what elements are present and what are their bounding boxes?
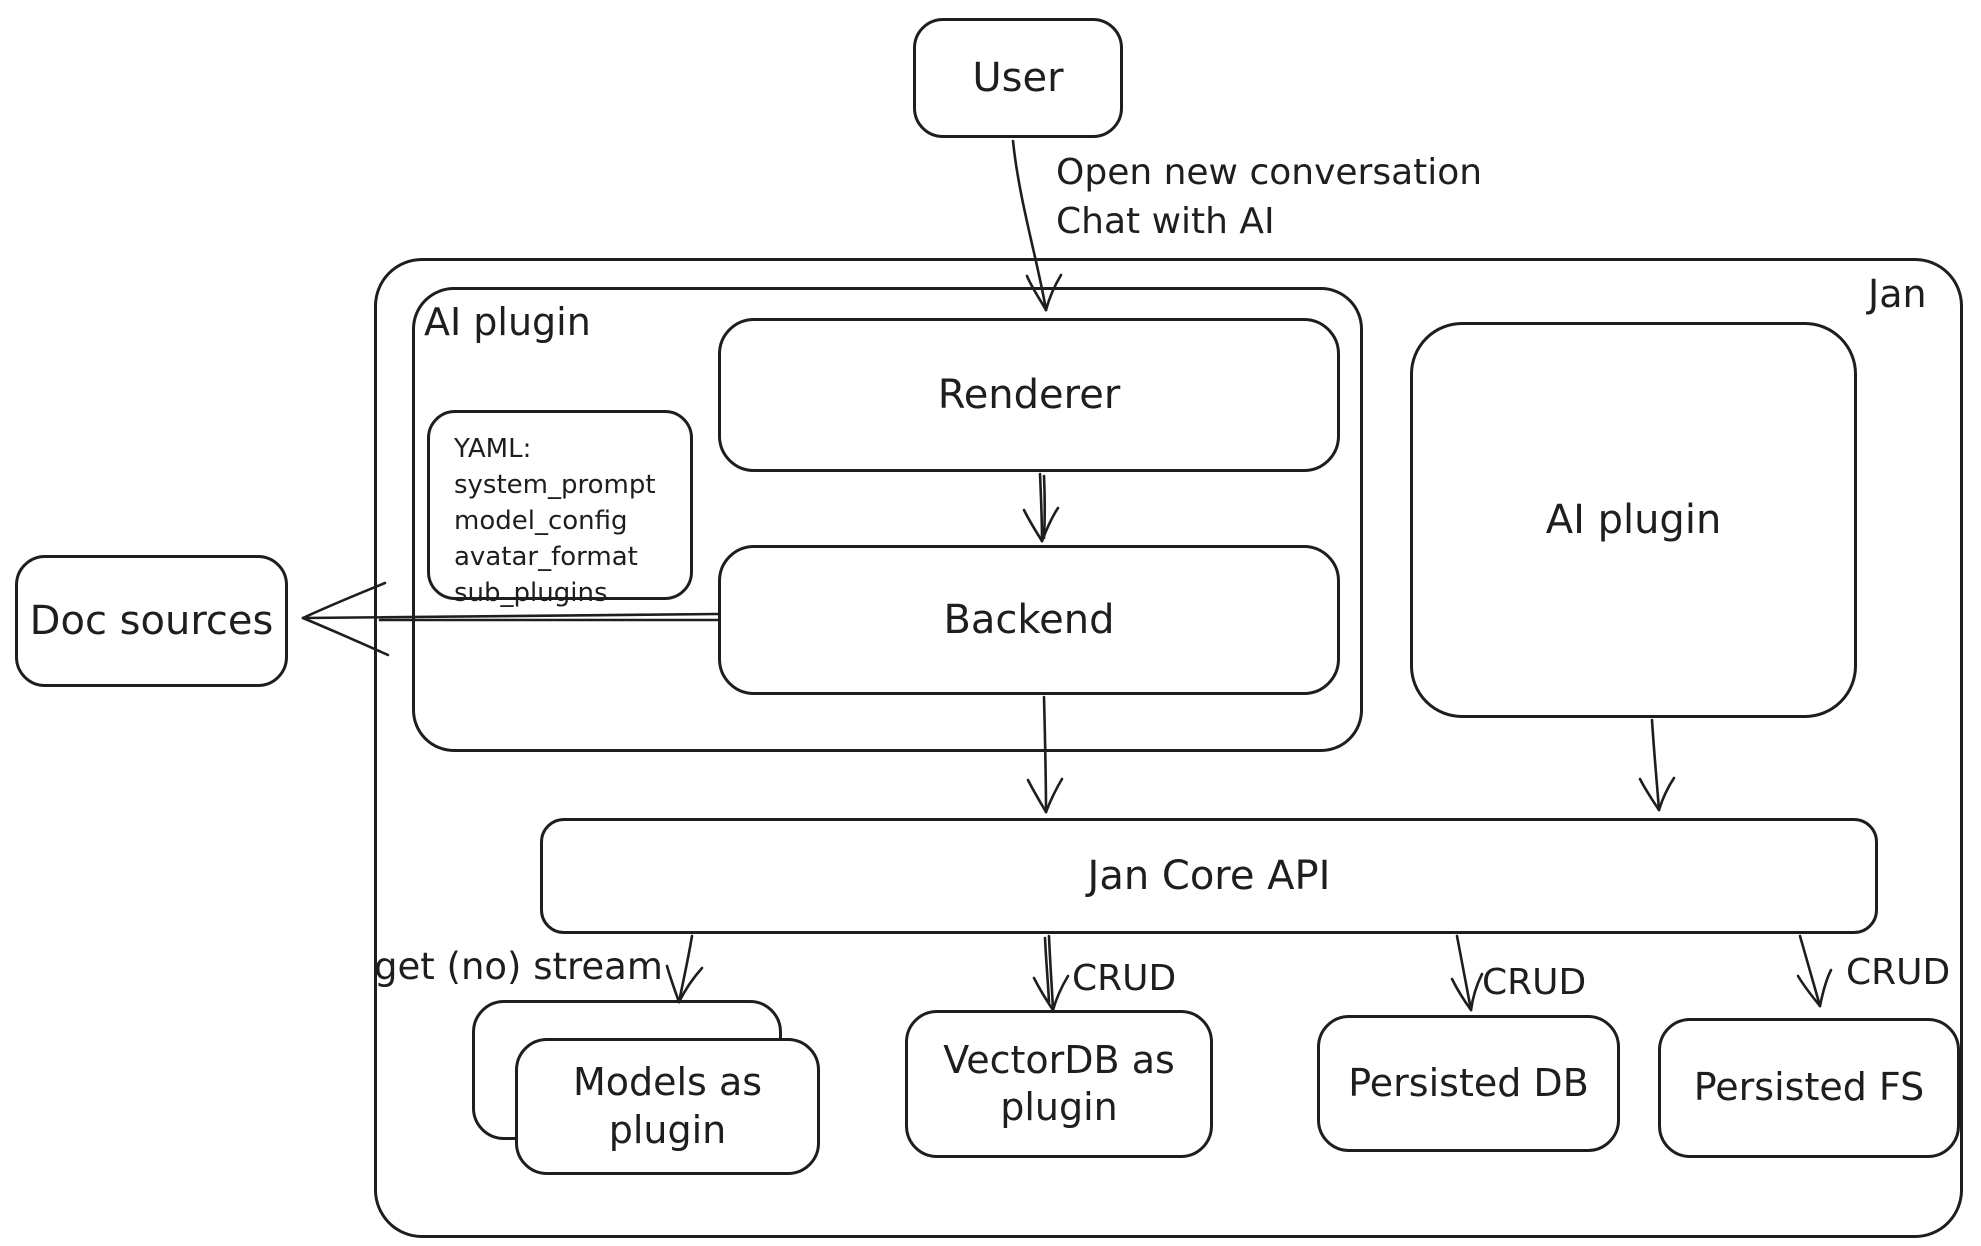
ai-plugin-right-node-label: AI plugin xyxy=(1545,497,1722,543)
backend-node-label: Backend xyxy=(943,597,1115,643)
yaml-note: YAML: system_prompt model_config avatar_… xyxy=(427,410,693,608)
ai-plugin-container xyxy=(412,287,1363,752)
persisted-fs-node-label: Persisted FS xyxy=(1693,1065,1925,1110)
vectordb-as-plugin-node-label: VectorDB as plugin xyxy=(943,1037,1175,1130)
backend-node: Backend xyxy=(718,545,1340,695)
crud-vectordb-edge-label: CRUD xyxy=(1072,958,1177,999)
doc-sources-node-label: Doc sources xyxy=(29,598,274,644)
persisted-db-node: Persisted DB xyxy=(1317,1015,1620,1152)
user-action-line1: Open new conversation xyxy=(1056,152,1483,193)
jan-core-api-node: Jan Core API xyxy=(540,818,1878,934)
yaml-note-line: avatar_format xyxy=(454,542,638,572)
ai-plugin-container-label: AI plugin xyxy=(424,300,591,344)
user-action-line2: Chat with AI xyxy=(1056,201,1275,242)
jan-core-api-node-label: Jan Core API xyxy=(1087,853,1331,899)
jan-container-label: Jan xyxy=(1868,272,1927,316)
doc-sources-node: Doc sources xyxy=(15,555,288,687)
vectordb-as-plugin-node: VectorDB as plugin xyxy=(905,1010,1213,1158)
get-no-stream-edge-label: get (no) stream xyxy=(374,945,663,988)
yaml-note-line: system_prompt xyxy=(454,470,656,500)
yaml-note-line: YAML: xyxy=(454,434,532,464)
user-node: User xyxy=(913,18,1123,138)
renderer-node: Renderer xyxy=(718,318,1340,472)
persisted-fs-node: Persisted FS xyxy=(1658,1018,1960,1158)
ai-plugin-right-node: AI plugin xyxy=(1410,322,1857,718)
renderer-node-label: Renderer xyxy=(937,372,1121,418)
yaml-note-line: sub_plugins xyxy=(454,578,608,608)
crud-persisted-db-edge-label: CRUD xyxy=(1482,962,1587,1003)
user-action-edge-label: Open new conversation Chat with AI xyxy=(1056,148,1482,246)
jan-container xyxy=(374,258,1963,1238)
crud-persisted-fs-edge-label: CRUD xyxy=(1846,952,1951,993)
models-as-plugin-node-label: Models as plugin xyxy=(572,1060,763,1152)
user-node-label: User xyxy=(972,55,1064,101)
yaml-note-line: model_config xyxy=(454,506,628,536)
models-as-plugin-node: Models as plugin xyxy=(515,1038,820,1175)
persisted-db-node-label: Persisted DB xyxy=(1348,1060,1589,1105)
